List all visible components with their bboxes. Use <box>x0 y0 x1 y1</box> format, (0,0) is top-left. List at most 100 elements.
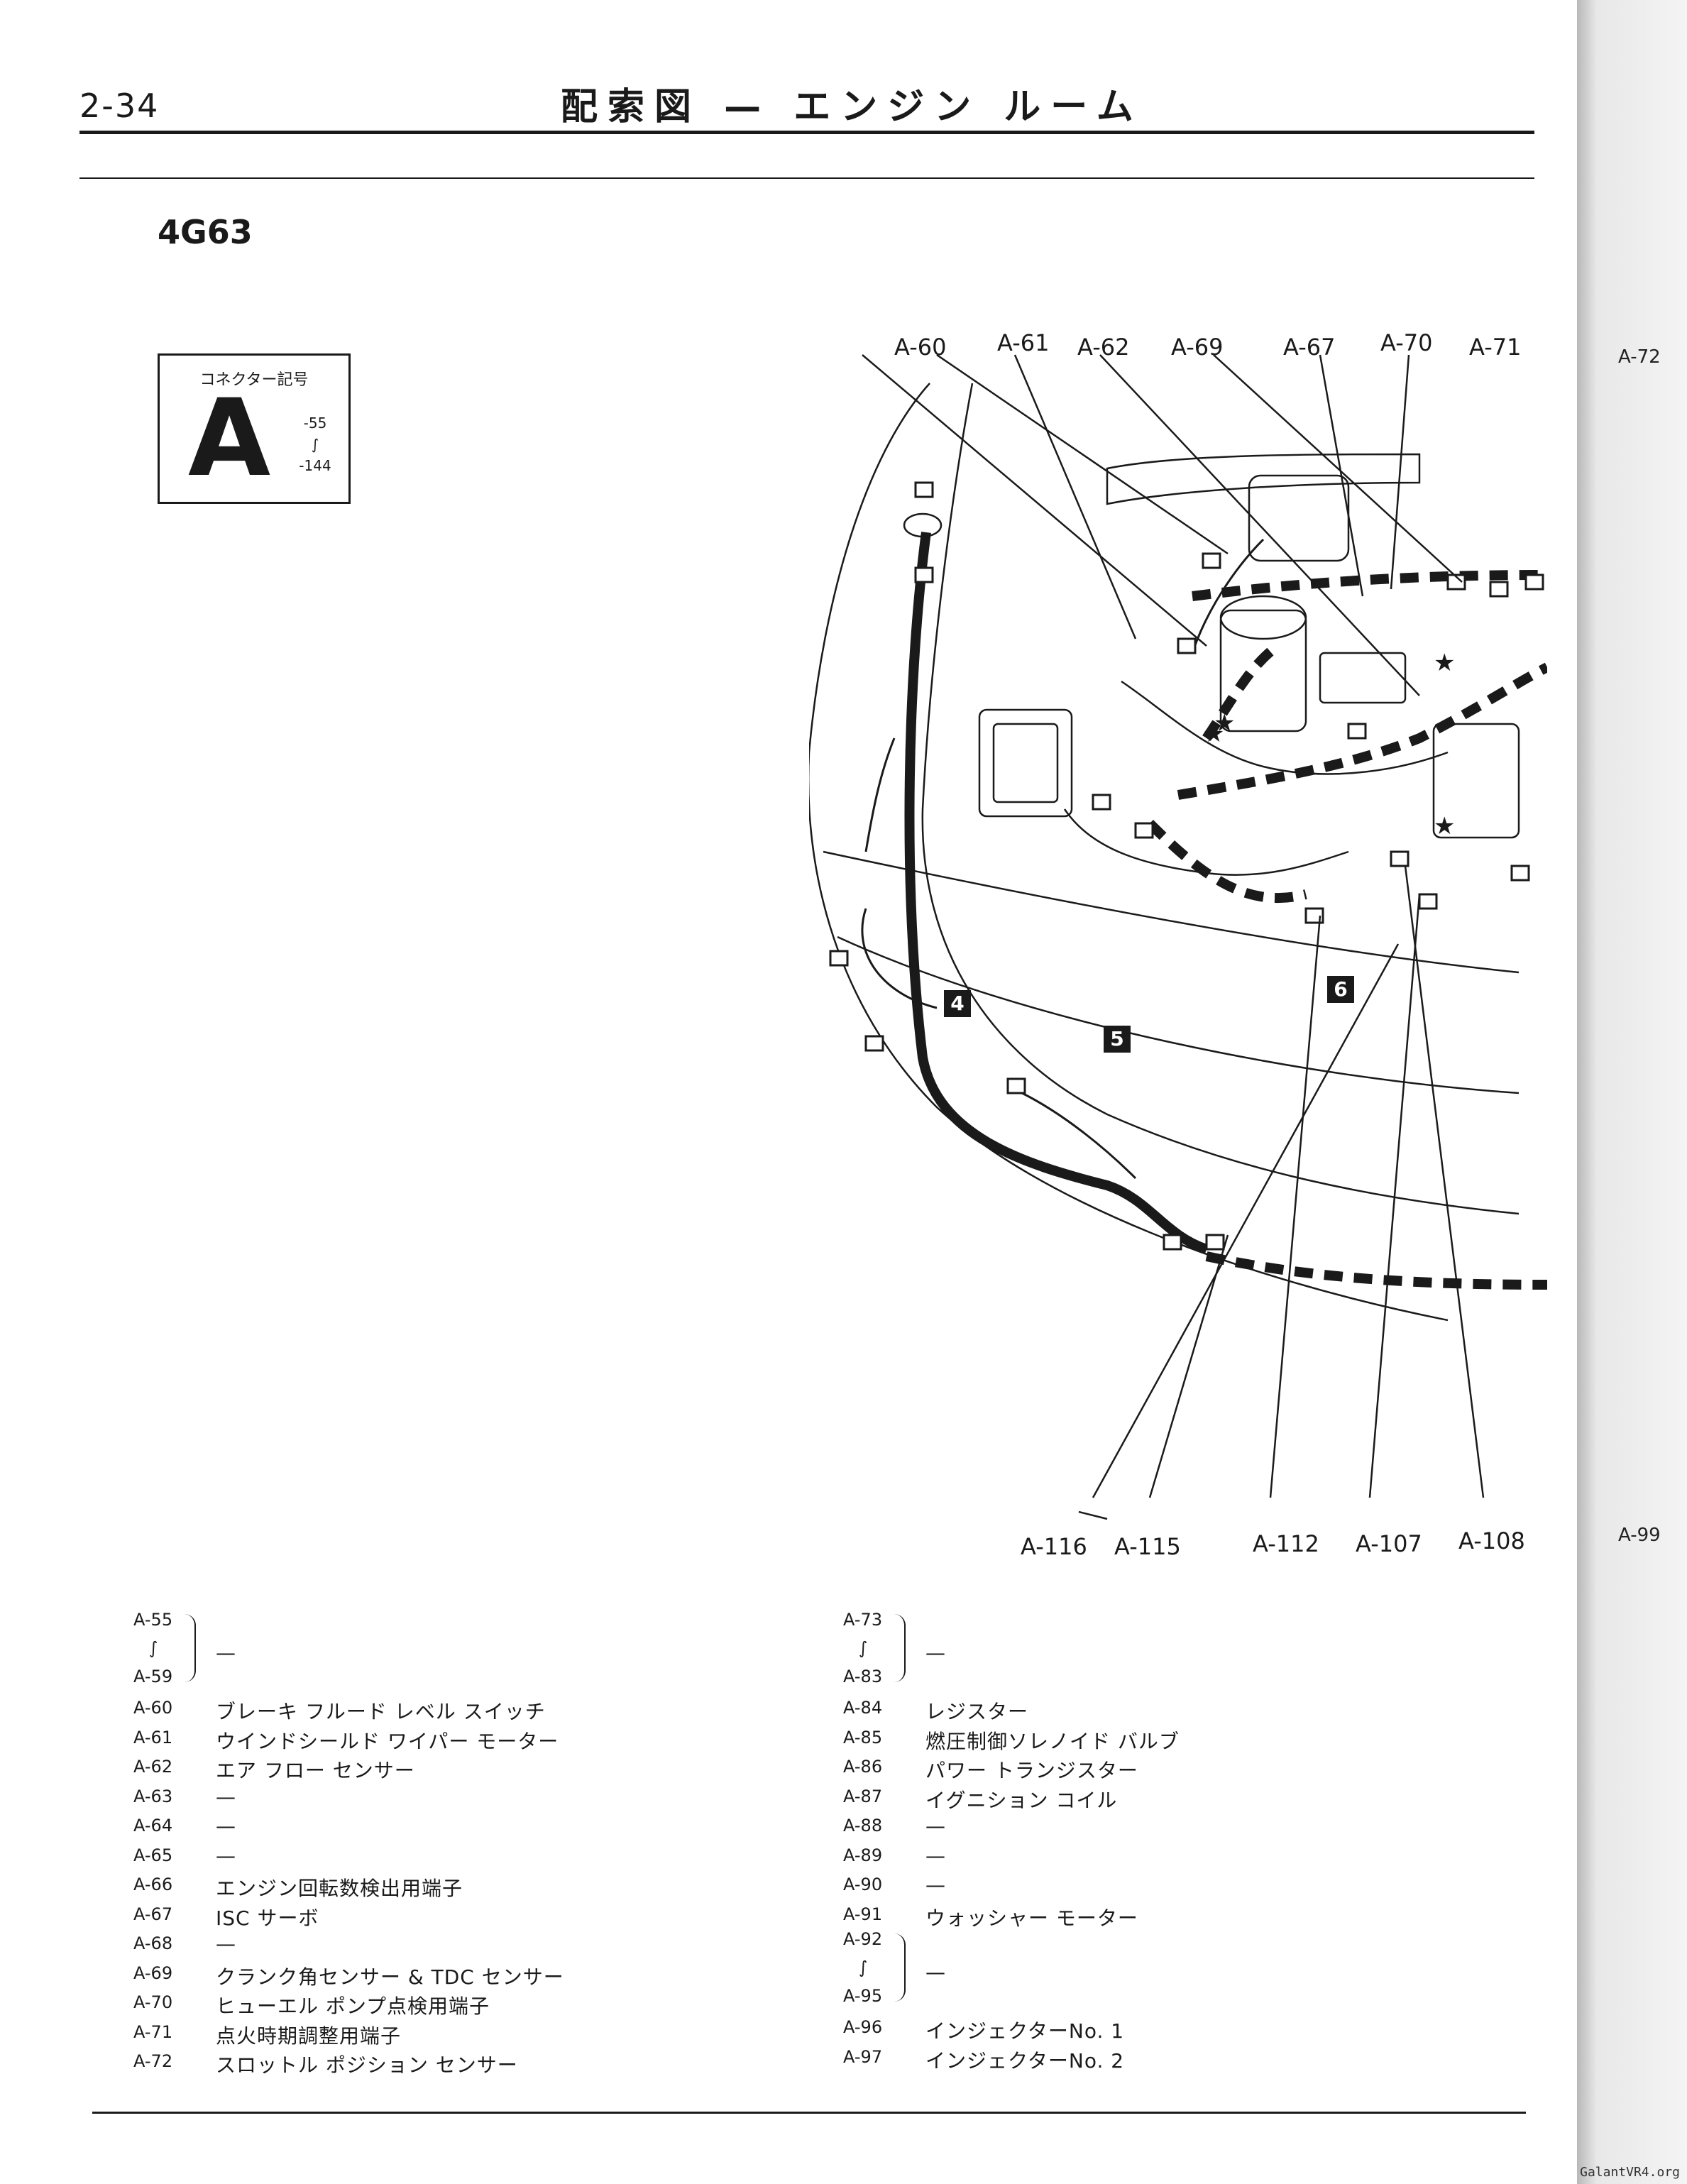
legend-desc: ブレーキ フルード レベル スイッチ <box>216 1700 546 1723</box>
diagram-drawing: ★ ★ ★ ★ <box>807 353 1550 1520</box>
legend-code: A-63 <box>133 1786 173 1806</box>
connector-symbol-letter: A <box>188 377 271 500</box>
legend-row: A-61 ウインドシールド ワイパー モーター <box>133 1723 701 1753</box>
next-page-callout-top: A-72 <box>1618 346 1661 368</box>
group-brace <box>894 1614 906 1682</box>
callout-top-4: A-69 <box>1171 334 1224 361</box>
front-harness <box>1205 1251 1548 1290</box>
legend-desc: エンジン回転数検出用端子 <box>216 1877 463 1900</box>
svg-text:★: ★ <box>1434 649 1455 677</box>
legend-code: A-69 <box>133 1963 173 1983</box>
legend-code: A-72 <box>133 2051 173 2071</box>
main-harness <box>904 532 1209 1254</box>
legend-code: A-86 <box>843 1757 883 1777</box>
callout-top-5: A-67 <box>1283 334 1336 361</box>
fender-line <box>921 383 1520 1215</box>
legend-row: A-97 インジェクターNo. 2 <box>843 2043 1482 2073</box>
bumper-lower-line <box>837 935 1520 1094</box>
callout-top-3: A-62 <box>1077 334 1130 361</box>
legend-desc: ウォッシャー モーター <box>925 1906 1138 1930</box>
legend-code: A-71 <box>133 2021 173 2042</box>
legend-group-a92-a95: A-92 ∫ A-95 — <box>843 1929 1482 2013</box>
header-rule <box>79 131 1534 134</box>
next-page-edge: A-72 A-99 <box>1577 0 1687 2184</box>
legend-code: A-87 <box>843 1786 883 1806</box>
legend-desc: — <box>216 1784 236 1809</box>
legend-desc: — <box>216 1932 236 1955</box>
legend-desc: イグニション コイル <box>925 1788 1118 1812</box>
range-sep: ∫ <box>311 436 319 453</box>
cowl-harness <box>1192 570 1548 601</box>
range-end: -144 <box>299 457 331 474</box>
engine-harness <box>1177 662 1550 800</box>
group-brace <box>894 1933 906 2002</box>
legend-row: A-60 ブレーキ フルード レベル スイッチ <box>133 1694 701 1723</box>
engine-code: 4G63 <box>158 213 253 251</box>
next-page-callout-bottom: A-99 <box>1618 1525 1661 1546</box>
legend-code: A-68 <box>133 1933 173 1953</box>
group-from: A-92 <box>843 1929 883 1949</box>
legend-desc: ヒューエル ポンプ点検用端子 <box>216 1994 490 2018</box>
group-desc: — <box>925 1960 945 1984</box>
legend-code: A-60 <box>133 1698 173 1718</box>
callout-bottom-2: A-115 <box>1114 1533 1181 1560</box>
marker-6: 6 <box>1327 976 1354 1003</box>
group-sep: ∫ <box>149 1638 158 1658</box>
group-brace <box>185 1614 196 1682</box>
legend-group-a55-a59: A-55 ∫ A-59 — <box>133 1610 701 1694</box>
connector-symbol-caption: コネクター記号 <box>199 371 309 389</box>
legend-row: A-64— <box>133 1811 701 1841</box>
range-start: -55 <box>303 415 327 432</box>
engine-room-diagram: ★ ★ ★ ★ A-60 A-61 A-62 A-69 A-67 A-70 A-… <box>807 312 1550 1576</box>
legend-desc: インジェクターNo. 1 <box>925 2019 1125 2043</box>
group-sep: ∫ <box>859 1958 868 1977</box>
legend-row: A-63 — <box>133 1782 701 1812</box>
legend-desc: インジェクターNo. 2 <box>925 2048 1125 2073</box>
svg-text:★: ★ <box>1214 709 1235 737</box>
legend-code: A-66 <box>133 1875 173 1894</box>
battery-box <box>978 708 1073 818</box>
legend-code: A-67 <box>133 1904 173 1924</box>
legend-code: A-85 <box>843 1727 883 1747</box>
connector-symbol-range: -55 ∫ -144 <box>299 412 331 476</box>
legend-code: A-84 <box>843 1698 883 1718</box>
brake-reservoir <box>1219 595 1307 640</box>
legend-desc: — <box>925 1873 946 1897</box>
legend-row: A-90— <box>843 1870 1482 1900</box>
legend-desc: クランク角センサー & TDC センサー <box>216 1965 564 1989</box>
legend-row: A-88— <box>843 1811 1482 1841</box>
legend-desc: — <box>925 1843 946 1867</box>
callout-bottom-3: A-112 <box>1253 1530 1319 1557</box>
legend-desc: — <box>216 1843 236 1867</box>
legend-desc: レジスター <box>925 1700 1029 1723</box>
legend-code: A-89 <box>843 1845 883 1865</box>
legend-code: A-64 <box>133 1816 173 1835</box>
legend-row: A-65— <box>133 1841 701 1871</box>
legend-code: A-97 <box>843 2046 883 2067</box>
group-desc: — <box>925 1641 945 1664</box>
legend-row: A-68 — <box>133 1929 701 1959</box>
legend-left-rows: A-60 ブレーキ フルード レベル スイッチ A-61 ウインドシールド ワイパー … <box>133 1694 701 2077</box>
header-subrule <box>79 177 1534 179</box>
ecu-box <box>1432 723 1520 839</box>
legend-desc: — <box>925 1814 946 1838</box>
callout-top-6: A-70 <box>1380 329 1433 356</box>
legend-desc: ウインドシールド ワイパー モーター <box>216 1729 559 1753</box>
legend-code: A-70 <box>133 1992 173 2012</box>
legend-code: A-61 <box>133 1727 173 1747</box>
callout-bottom-5: A-108 <box>1458 1527 1525 1554</box>
footer-rule <box>92 2112 1526 2114</box>
marker-5: 5 <box>1104 1026 1131 1053</box>
callout-top-1: A-60 <box>894 334 947 361</box>
legend-row: A-89 — <box>843 1841 1482 1871</box>
group-to: A-95 <box>843 1986 883 2006</box>
